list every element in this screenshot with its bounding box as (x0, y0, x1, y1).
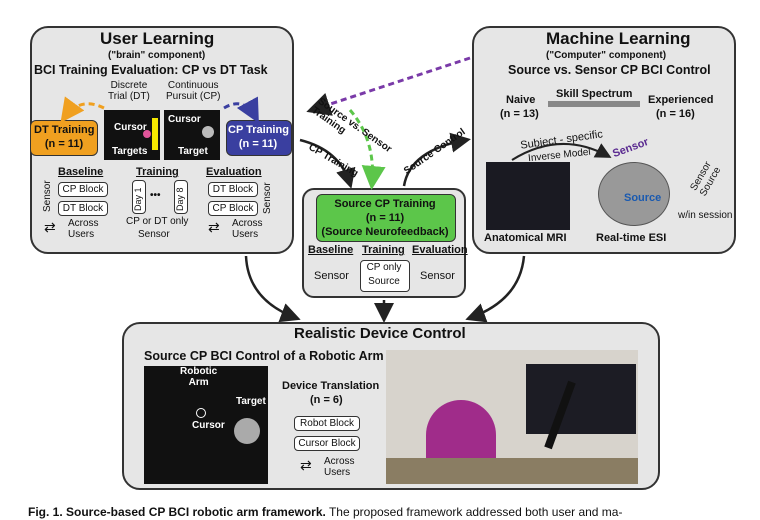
cp-dashed-arrow (223, 96, 259, 124)
robot-photo (386, 350, 638, 484)
dt-dashed-arrow (60, 96, 105, 123)
rdc-across-users: Across Users (324, 456, 355, 478)
ml-naive: Naive (506, 94, 536, 106)
source-source: Source (368, 276, 400, 287)
ul-cp-or-dt: CP or DT only (126, 216, 189, 227)
caption-bold: Fig. 1. Source-based CP BCI robotic arm … (28, 505, 326, 519)
source-training-box (360, 260, 410, 292)
photo-screen (526, 364, 636, 434)
user-learning-subtitle: ("brain" component) (108, 50, 206, 61)
source-cp-title: Source CP Training (334, 198, 436, 210)
ul-across-users-right: Across Users (232, 218, 263, 240)
rdc-title: Realistic Device Control (294, 325, 466, 342)
rdc-robot-block: Robot Block (294, 416, 360, 431)
ml-subtitle: ("Computer" component) (546, 50, 667, 61)
dt-training-box (30, 120, 98, 156)
ml-to-rdc-arrow (465, 255, 526, 323)
source-training-header: Training (362, 244, 405, 256)
ml-realtime-esi: Real-time ESI (596, 232, 667, 244)
ml-source-label: Source (624, 192, 662, 204)
dt-cursor-dot (143, 130, 151, 138)
source-cp-green-box (316, 194, 456, 242)
ul-sensor2: Sensor (138, 229, 170, 240)
ul-training-header: Training (136, 166, 179, 178)
ul-day8-box (174, 180, 188, 214)
source-evaluation-header: Evaluation (412, 244, 468, 256)
rdc-cursor-circle (196, 408, 206, 418)
dt-training-n: (n = 11) (44, 138, 84, 150)
rdc-shuffle-icon: ⇄ (300, 457, 312, 473)
cp-trial-label: Continuous Pursuit (CP) (166, 80, 221, 102)
rdc-target-label: Target (236, 396, 266, 407)
dt-targets-label: Targets (112, 146, 148, 157)
ul-baseline-cp-block: CP Block (58, 182, 108, 197)
source-baseline-header: Baseline (308, 244, 354, 256)
rdc-target-circle (234, 418, 260, 444)
dt-trial-label: Discrete Trial (DT) (108, 80, 150, 102)
ul-shuffle-icon-right: ⇄ (208, 219, 220, 235)
caption-text: The proposed framework addressed both us… (325, 505, 623, 519)
ul-baseline-dt-block: DT Block (58, 201, 108, 216)
source-sensor-dashed-arrow (306, 56, 471, 116)
source-sensor-right: Sensor (420, 270, 455, 282)
ul-across-users-left: Across Users (68, 218, 99, 240)
cp-target-label: Target (178, 146, 208, 157)
ml-experienced: Experienced (648, 94, 714, 106)
ul-eval-cp-block: CP Block (208, 201, 258, 216)
figure-caption: Fig. 1. Source-based CP BCI robotic arm … (28, 505, 623, 519)
eval-title: BCI Training Evaluation: CP vs DT Task (34, 63, 268, 77)
ul-to-rdc-arrow (244, 255, 301, 323)
source-cp-sub: (Source Neurofeedback) (321, 226, 449, 238)
ml-skill-spectrum: Skill Spectrum (556, 88, 633, 100)
ml-within-session: w/in session (678, 210, 733, 221)
cp-training-label: CP Training (228, 124, 289, 136)
ul-ellipsis: ••• (150, 190, 161, 201)
rdc-cursor-block: Cursor Block (294, 436, 360, 451)
ml-control-title: Source vs. Sensor CP BCI Control (508, 63, 711, 77)
dt-cursor-label: Cursor (114, 122, 147, 133)
cp-training-box (226, 120, 292, 156)
cp-training-n: (n = 11) (238, 138, 278, 150)
source-sensor-left: Sensor (314, 270, 349, 282)
cp-cursor-label: Cursor (168, 114, 201, 125)
ml-title: Machine Learning (546, 29, 691, 48)
ul-evaluation-header: Evaluation (206, 166, 262, 178)
cp-target-dot (202, 126, 214, 138)
rdc-cursor-label: Cursor (192, 420, 225, 431)
green-dashed-arrow (348, 109, 386, 190)
dt-target-bar (152, 118, 158, 150)
ul-baseline-header: Baseline (58, 166, 104, 178)
ml-naive-n: (n = 13) (500, 108, 539, 120)
source-cp-only: CP only (366, 262, 402, 273)
ml-exp-n: (n = 16) (656, 108, 695, 120)
user-learning-title: User Learning (100, 29, 215, 48)
rdc-subtitle: Source CP BCI Control of a Robotic Arm (144, 349, 384, 363)
rdc-device-translation: Device Translation (282, 380, 380, 392)
cp-training-arrow (299, 138, 356, 189)
ml-anatomical-mri: Anatomical MRI (484, 232, 567, 244)
photo-table (386, 458, 638, 484)
ml-inverse-arc (511, 142, 612, 161)
mri-image (486, 162, 570, 230)
rdc-n: (n = 6) (310, 394, 343, 406)
ul-day1-box (132, 180, 146, 214)
ul-shuffle-icon-left: ⇄ (44, 219, 56, 235)
dt-training-label: DT Training (34, 124, 95, 136)
ul-eval-dt-block: DT Block (208, 182, 258, 197)
source-cp-n: (n = 11) (365, 212, 405, 224)
esi-brain (598, 162, 670, 226)
source-control-arrow (402, 132, 471, 187)
rdc-robotic-arm-label: Robotic Arm (180, 366, 218, 388)
